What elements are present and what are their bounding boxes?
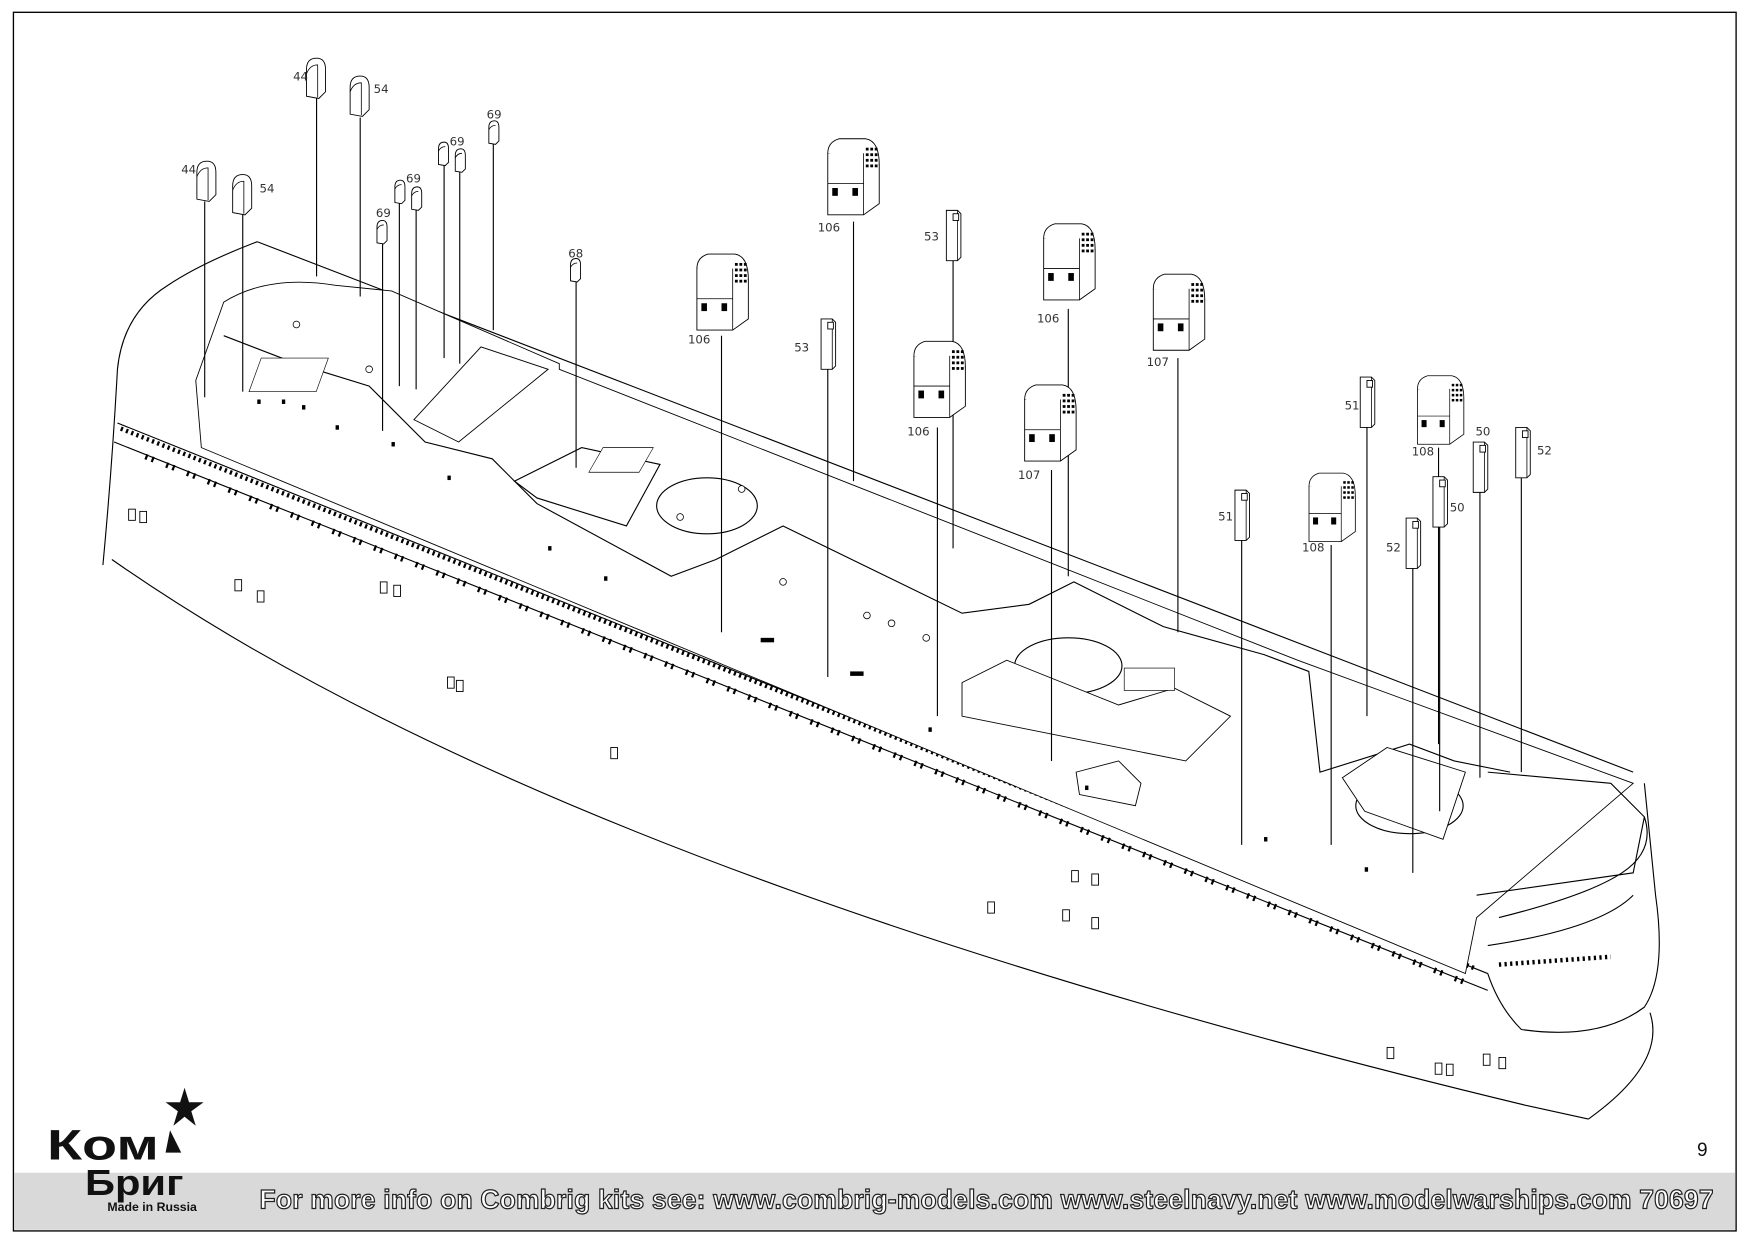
- svg-text:108: 108: [1412, 444, 1434, 458]
- footer-band: [14, 1172, 1735, 1230]
- part-69-a: 69: [376, 206, 391, 245]
- svg-text:53: 53: [794, 340, 809, 354]
- part-50-b: 50: [1432, 476, 1465, 528]
- kombrig-logo: Ком Бриг Made in Russia: [47, 1087, 204, 1214]
- svg-text:Ком: Ком: [47, 1122, 159, 1169]
- part-69-d: 69: [487, 108, 502, 145]
- svg-text:108: 108: [1302, 541, 1324, 555]
- star-icon: [165, 1087, 204, 1126]
- part-52-a: 52: [1515, 427, 1552, 479]
- part-50-a: 50: [1472, 424, 1490, 493]
- svg-text:Made in Russia: Made in Russia: [107, 1200, 197, 1214]
- svg-text:106: 106: [907, 424, 929, 438]
- superstructure: [195, 281, 1645, 975]
- part-108-a: 108: [1412, 375, 1465, 458]
- svg-text:50: 50: [1450, 500, 1465, 514]
- svg-text:51: 51: [1218, 509, 1233, 523]
- part-69-c: 69: [438, 134, 466, 173]
- page-border: [12, 11, 1737, 1232]
- part-106-b: 106: [818, 138, 880, 235]
- part-106-c: 106: [907, 340, 966, 438]
- part-51-b: 51: [1218, 489, 1250, 541]
- svg-text:Бриг: Бриг: [85, 1163, 183, 1203]
- svg-text:106: 106: [688, 333, 710, 347]
- svg-text:54: 54: [260, 181, 275, 195]
- svg-text:51: 51: [1345, 399, 1360, 413]
- svg-text:52: 52: [1537, 443, 1552, 457]
- svg-text:69: 69: [487, 108, 502, 122]
- svg-text:54: 54: [374, 82, 389, 96]
- part-108-b: 108: [1302, 472, 1356, 555]
- svg-text:69: 69: [450, 134, 465, 148]
- svg-text:68: 68: [568, 246, 583, 260]
- svg-text:106: 106: [818, 221, 840, 235]
- svg-text:106: 106: [1037, 311, 1059, 325]
- part-44-a: 44: [181, 160, 217, 202]
- svg-text:69: 69: [376, 206, 391, 220]
- part-107-a: 107: [1147, 273, 1206, 369]
- page-number: 9: [1697, 1140, 1708, 1161]
- svg-text:44: 44: [181, 162, 196, 176]
- part-107-b: 107: [1018, 384, 1077, 482]
- part-53-b: 53: [924, 209, 962, 262]
- leader-lines: [204, 98, 1522, 873]
- part-106-a: 106: [688, 253, 749, 347]
- svg-text:107: 107: [1018, 468, 1040, 482]
- part-54-b: 54: [349, 75, 389, 117]
- part-69-b: 69: [394, 171, 423, 211]
- part-44-b: 44: [293, 57, 326, 99]
- part-51-a: 51: [1345, 376, 1376, 428]
- svg-text:69: 69: [406, 171, 421, 185]
- svg-text:50: 50: [1475, 424, 1490, 438]
- svg-text:44: 44: [293, 70, 308, 84]
- svg-text:107: 107: [1147, 355, 1169, 369]
- part-53-a: 53: [794, 318, 837, 370]
- svg-text:52: 52: [1386, 541, 1401, 555]
- part-106-d: 106: [1037, 223, 1096, 325]
- svg-text:53: 53: [924, 230, 939, 244]
- part-54-a: 54: [232, 174, 275, 216]
- part-52-b: 52: [1386, 517, 1422, 569]
- footer-info-text: For more info on Combrig kits see: www.c…: [260, 1185, 1714, 1215]
- part-68: 68: [568, 246, 583, 283]
